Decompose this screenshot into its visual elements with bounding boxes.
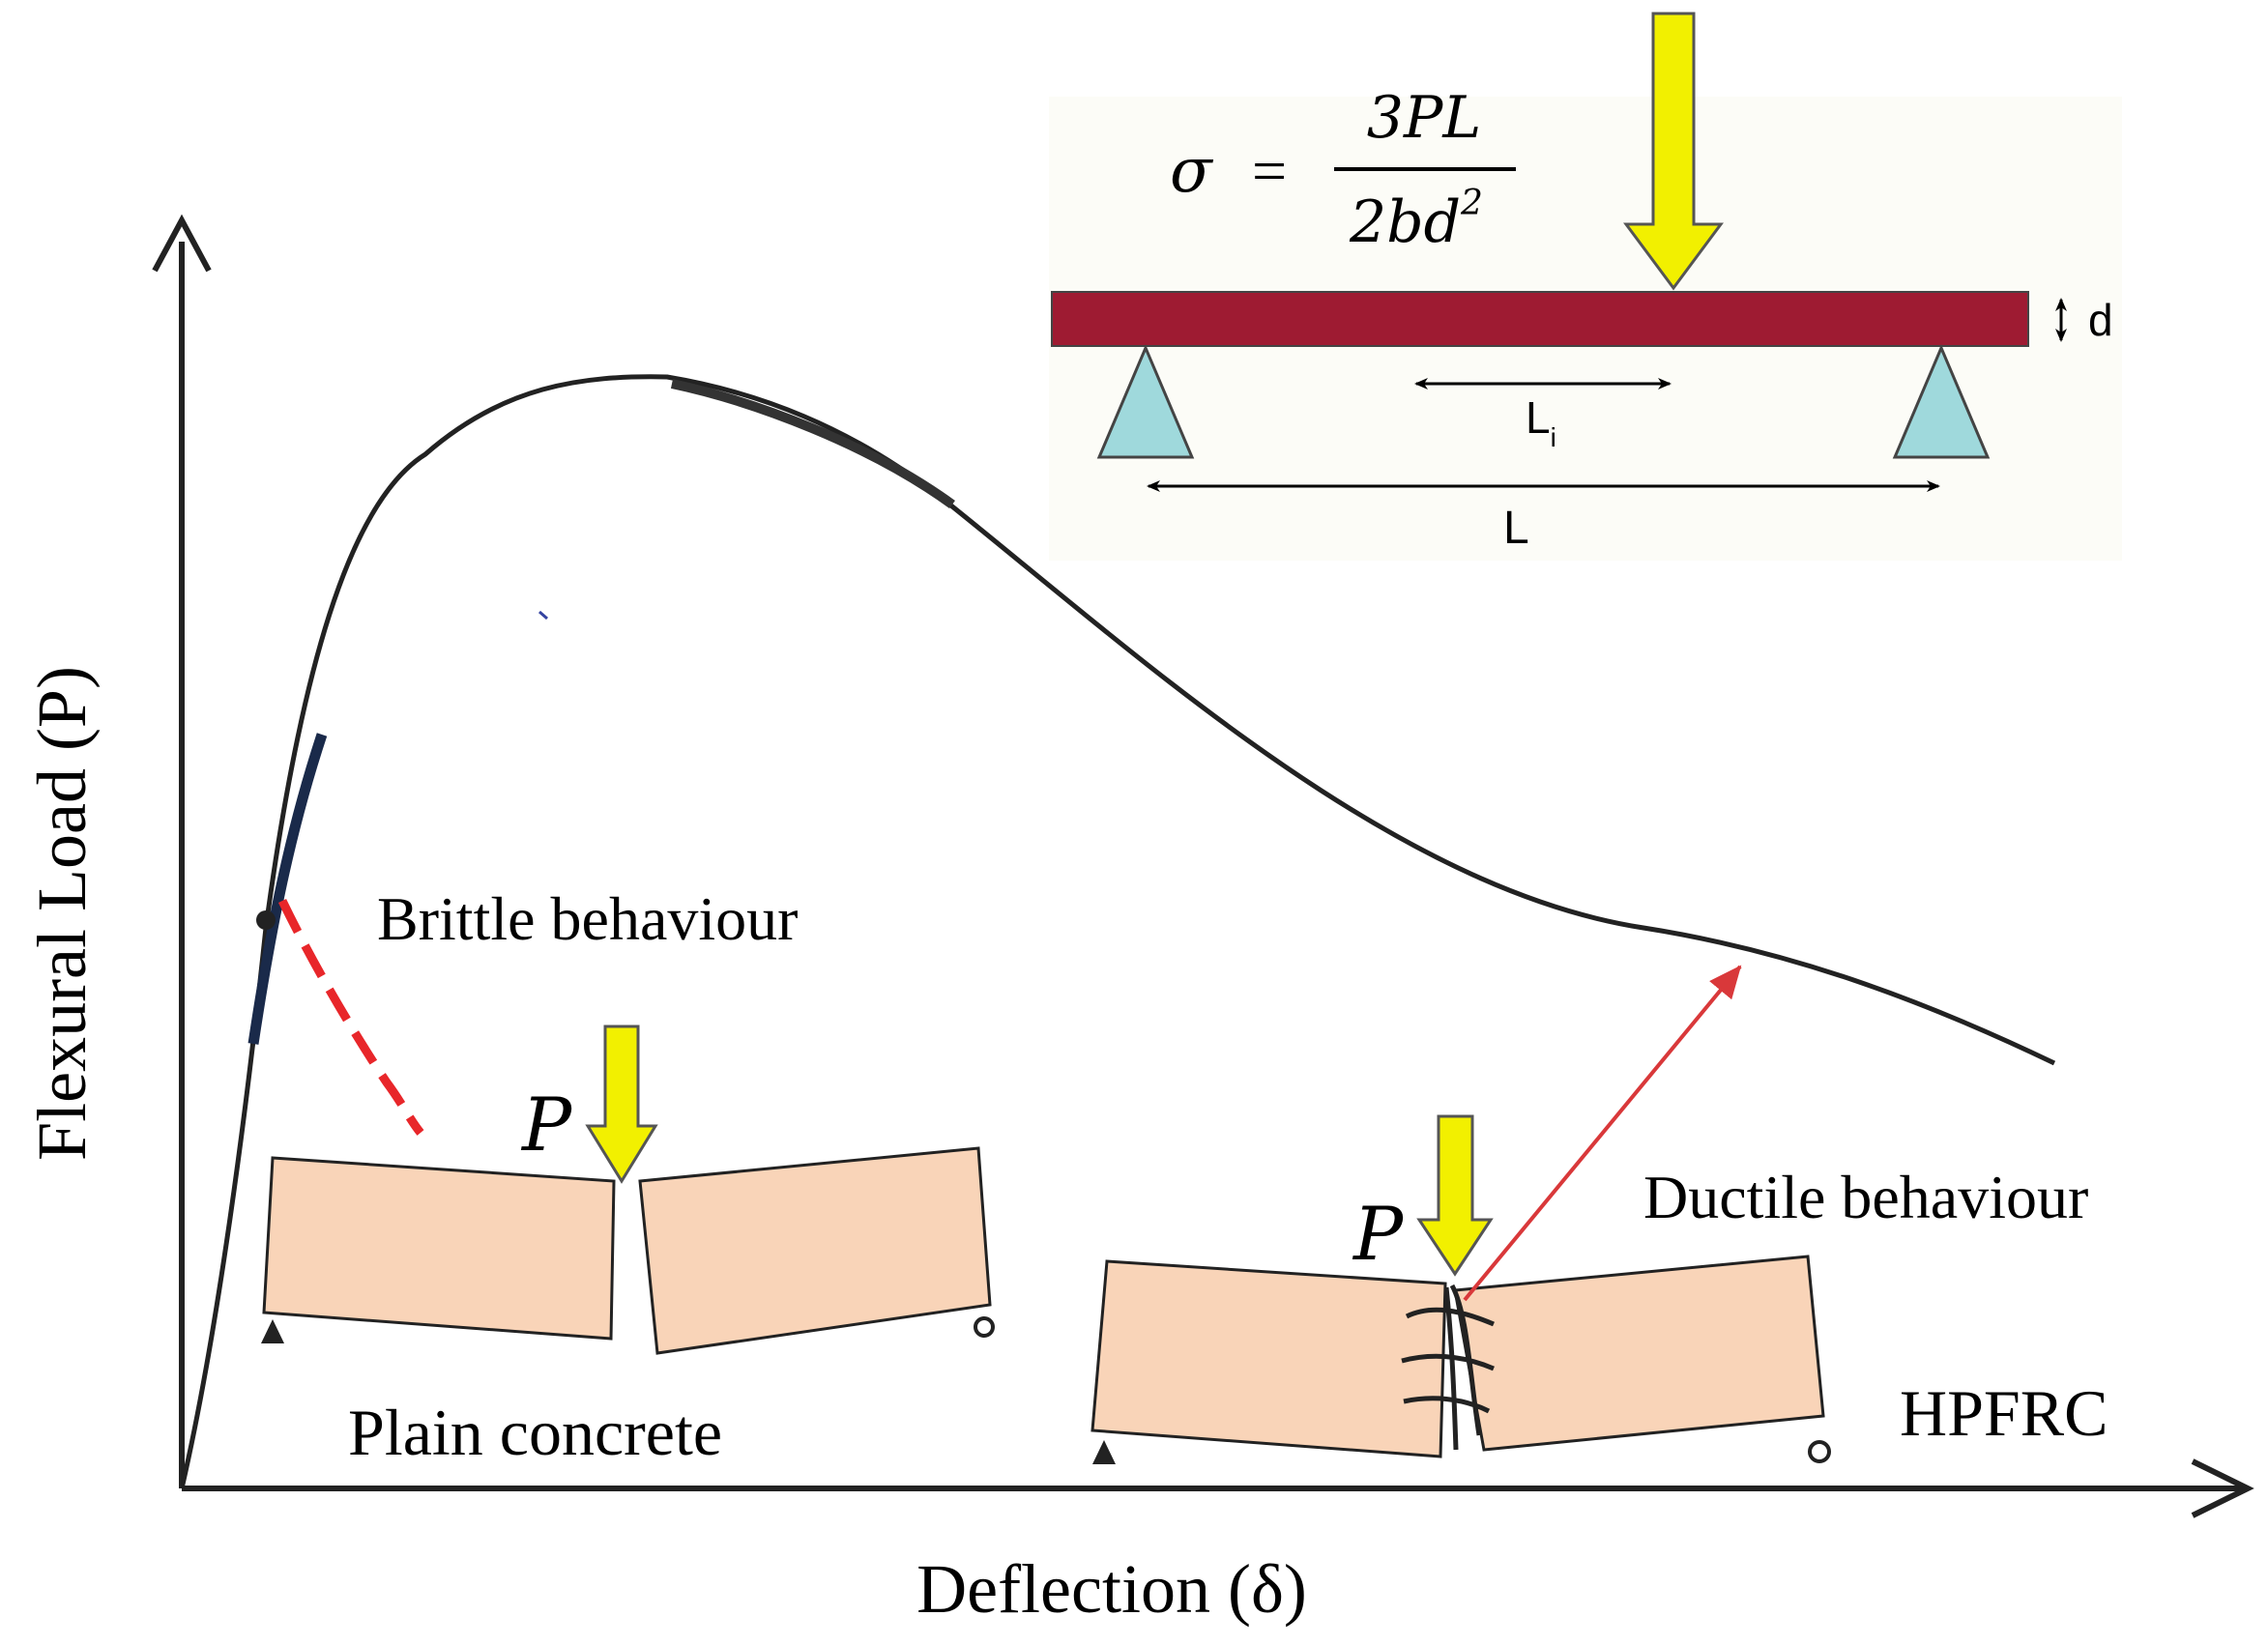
span-label: L — [1503, 503, 1529, 554]
load-arrow-right — [1416, 1114, 1494, 1277]
support-left — [1096, 344, 1195, 459]
support-pin-hpfrc — [1092, 1440, 1116, 1464]
load-symbol-left: P — [520, 1082, 573, 1168]
support-pin-left — [261, 1319, 284, 1343]
flexural-strength-formula: σ = 3PL 2bd2 — [1170, 84, 1516, 256]
beam-test-inset: d Li L σ = 3PL 2bd2 — [1049, 12, 2122, 561]
hpfrc-specimen: P — [1090, 965, 1831, 1464]
inner-span-letter: L — [1526, 392, 1551, 443]
ductile-label: Ductile behaviour — [1643, 1163, 2088, 1231]
y-axis-label: Flexural Load (P) — [23, 666, 101, 1161]
brittle-drop-line — [277, 899, 424, 1136]
formula-sigma: σ — [1170, 135, 1214, 207]
plain-concrete-specimen: P — [261, 1025, 995, 1355]
denominator-exponent: 2 — [1460, 184, 1483, 223]
curve-initial-highlight — [247, 733, 328, 1045]
hpfrc-block-left — [1090, 1259, 1447, 1458]
crack-fibers — [1401, 1284, 1495, 1451]
x-axis-label: Deflection (δ) — [916, 1550, 1307, 1628]
depth-label: d — [2088, 295, 2113, 345]
stray-mark — [538, 610, 548, 620]
plain-block-right — [638, 1146, 992, 1355]
formula-equals: = — [1252, 136, 1287, 205]
first-crack-point — [256, 910, 276, 930]
hpfrc-block-right — [1453, 1255, 1825, 1452]
support-right — [1892, 344, 1991, 459]
formula-denominator: 2bd2 — [1349, 184, 1483, 256]
brittle-label: Brittle behaviour — [377, 884, 798, 953]
plain-block-left — [262, 1156, 616, 1341]
support-roller-hpfrc — [1808, 1440, 1831, 1463]
y-axis — [152, 214, 212, 1488]
ductile-pointer-arrow — [1463, 965, 1742, 1302]
hpfrc-label: HPFRC — [1900, 1376, 2108, 1450]
support-roller-right — [974, 1316, 995, 1338]
plain-concrete-label: Plain concrete — [348, 1396, 722, 1469]
beam — [1051, 291, 2029, 347]
curve-thick-segment — [670, 379, 955, 509]
load-arrow-left — [585, 1025, 658, 1184]
inner-span-subscript: i — [1551, 422, 1556, 452]
inset-load-arrow — [1623, 12, 1724, 291]
inner-span-label: Li — [1526, 392, 1556, 452]
x-axis — [182, 1458, 2254, 1518]
load-symbol-right: P — [1352, 1191, 1405, 1277]
denominator-base: 2bd — [1349, 188, 1461, 256]
formula-numerator: 3PL — [1367, 84, 1481, 152]
